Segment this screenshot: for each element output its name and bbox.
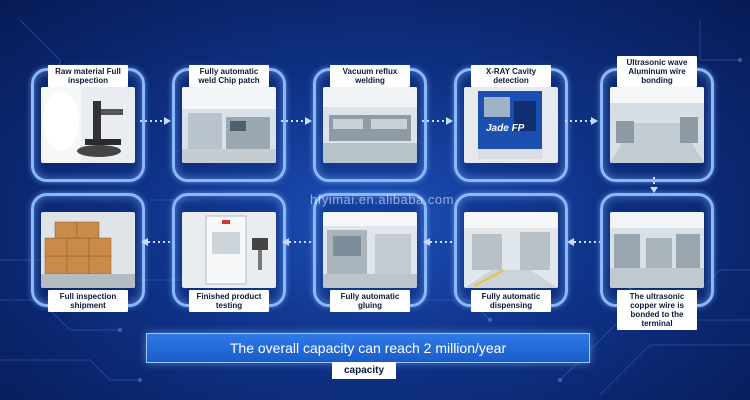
step-card-testing: Finished product testing [172,193,286,312]
flow-arrow-left [141,238,172,246]
capacity-tag: capacity [332,362,396,379]
cartons-photo [41,212,135,288]
chip-mounter-photo [182,87,276,163]
step-card-chip-patch: Fully automatic weld Chip patch [172,65,286,182]
step-label: Vacuum reflux welding [330,65,410,87]
copper-bonding-photo [610,212,704,288]
step-card-shipment: Full inspection shipment [31,193,145,312]
step-card-dispensing: Fully automatic dispensing [454,193,568,312]
flow-arrow-down [650,177,658,193]
flow-arrow-left [282,238,313,246]
flow-arrow-left [567,238,600,246]
bonding-workshop-photo [610,87,704,163]
step-card-xray: Jade FP X-RAY Cavity detection [454,65,568,182]
flow-arrow-right [281,117,312,125]
step-label: The ultrasonic copper wire is bonded to … [617,290,697,330]
step-label: Fully automatic dispensing [471,290,551,312]
step-card-gluing: Fully automatic gluing [313,193,427,312]
step-card-aluminum-bonding: Ultrasonic wave Aluminum wire bonding [600,56,714,182]
capacity-banner: The overall capacity can reach 2 million… [146,333,590,363]
step-label: Fully automatic gluing [330,290,410,312]
microscope-photo [41,87,135,163]
flow-arrow-right [565,117,598,125]
step-label: Ultrasonic wave Aluminum wire bonding [617,56,697,87]
step-card-raw-material: Raw material Full inspection [31,65,145,182]
gluing-line-photo [323,212,417,288]
dispensing-room-photo [464,212,558,288]
reflow-oven-photo [323,87,417,163]
step-label: X-RAY Cavity detection [471,65,551,87]
step-card-vacuum-welding: Vacuum reflux welding [313,65,427,182]
test-cabinet-photo [182,212,276,288]
watermark-text: hfyimai.en.alibaba.com [310,192,454,207]
step-label: Full inspection shipment [48,290,128,312]
flow-arrow-right [422,117,453,125]
flow-arrow-left [423,238,454,246]
step-label: Fully automatic weld Chip patch [189,65,269,87]
step-label: Finished product testing [189,290,269,312]
xray-machine-photo: Jade FP [464,87,558,163]
step-card-copper-bonding: The ultrasonic copper wire is bonded to … [600,193,714,330]
step-label: Raw material Full inspection [48,65,128,87]
xray-machine-brand: Jade FP [486,123,525,134]
flow-arrow-right [140,117,171,125]
